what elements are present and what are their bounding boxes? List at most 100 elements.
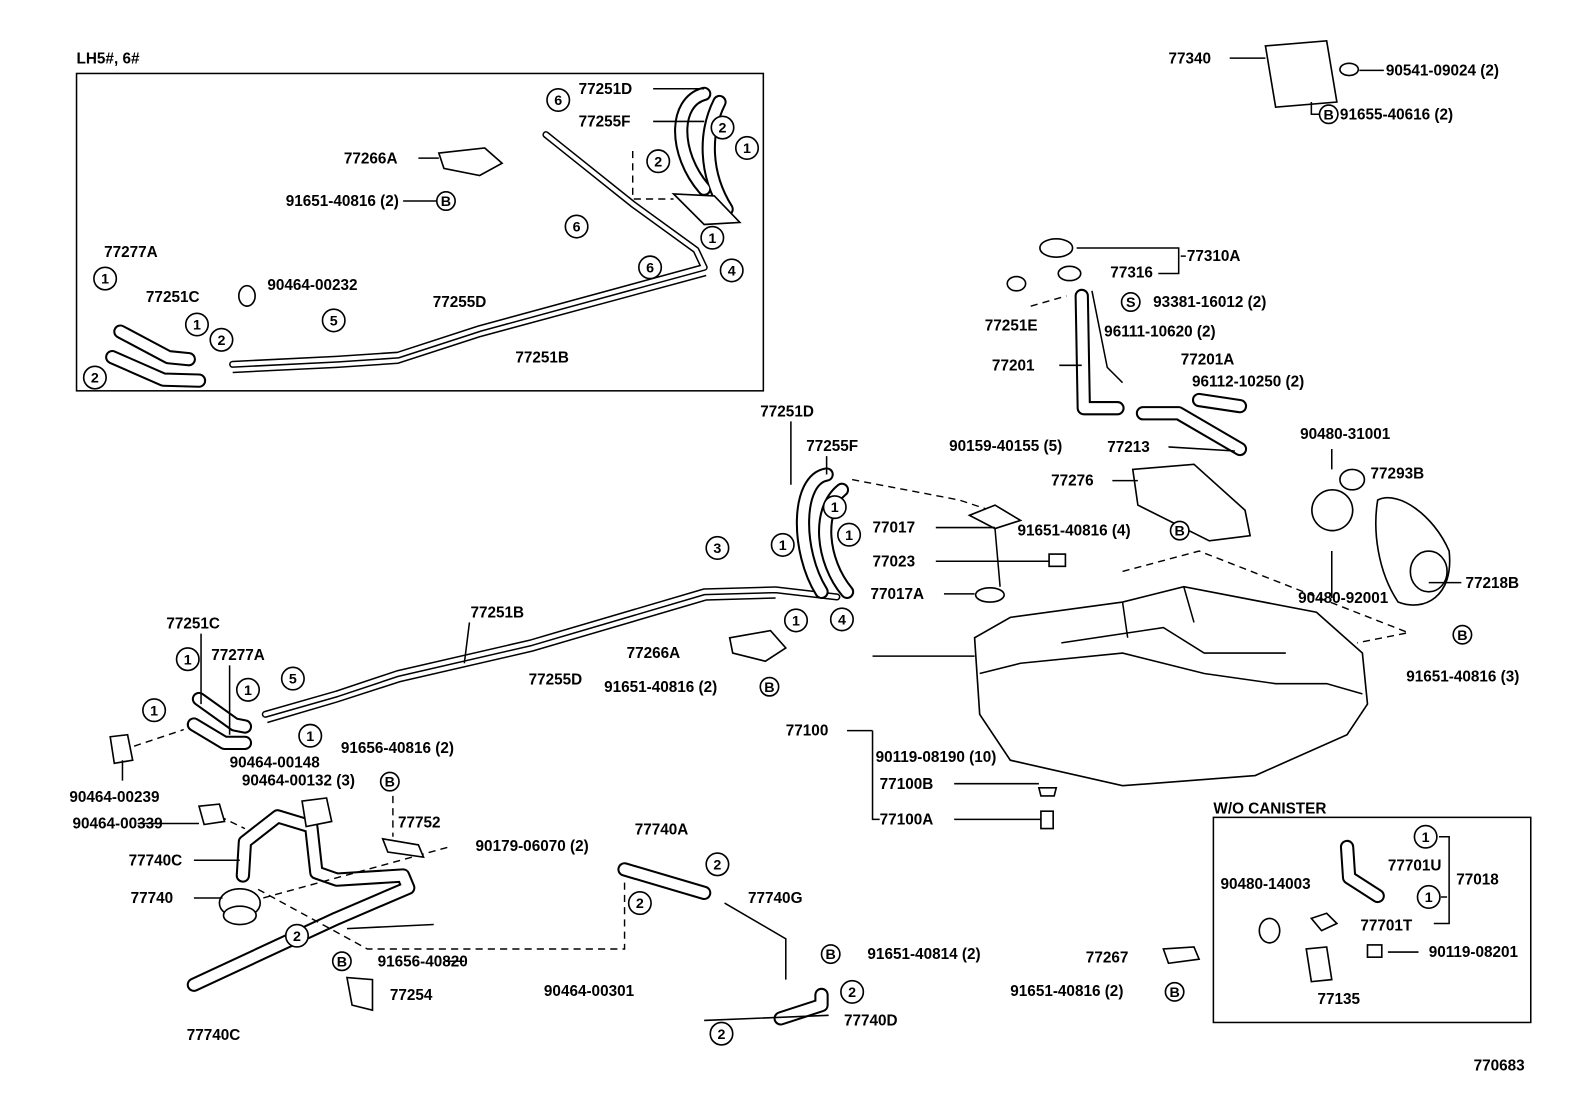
callout-text: B bbox=[764, 680, 774, 696]
part-label-93381-16012-2: 93381-16012 (2) bbox=[1153, 294, 1266, 311]
callout-circle bbox=[1413, 824, 1438, 849]
part-label-77251d: 77251D bbox=[579, 81, 633, 98]
callout-text: 2 bbox=[217, 333, 225, 349]
callout-text: 1 bbox=[1425, 890, 1433, 906]
part-label-77017: 77017 bbox=[873, 520, 916, 537]
callout-circle bbox=[1318, 104, 1339, 125]
part-label-77701u: 77701U bbox=[1388, 857, 1442, 874]
callout-text: 2 bbox=[91, 371, 99, 387]
part-label-77218b: 77218B bbox=[1465, 575, 1519, 592]
callout-text: B bbox=[1324, 107, 1334, 123]
callout-circle bbox=[379, 771, 400, 792]
part-label-91651-40816-3: 91651-40816 (3) bbox=[1406, 669, 1519, 686]
part-label-77201: 77201 bbox=[992, 357, 1035, 374]
callout-circle bbox=[719, 258, 744, 283]
callout-text: 1 bbox=[184, 652, 192, 668]
part-label-77740c: 77740C bbox=[187, 1027, 241, 1044]
callout-text: B bbox=[1169, 985, 1179, 1001]
callout-1: 1 bbox=[298, 723, 323, 748]
part-label-77017a: 77017A bbox=[870, 586, 924, 603]
callout-circle bbox=[646, 149, 671, 174]
callout-circle bbox=[700, 225, 725, 250]
part-label-77018: 77018 bbox=[1456, 872, 1499, 889]
callout-circle bbox=[710, 115, 735, 140]
main-fuel-lines bbox=[186, 467, 991, 751]
part-label-77251d: 77251D bbox=[760, 403, 814, 420]
callout-circle bbox=[298, 723, 323, 748]
callout-1: 1 bbox=[1416, 884, 1441, 909]
callout-circle bbox=[770, 532, 795, 557]
callout-text: 5 bbox=[289, 672, 297, 688]
filler-pipe bbox=[1006, 39, 1451, 606]
callout-circle bbox=[142, 698, 167, 723]
part-label-90464-00339: 90464-00339 bbox=[72, 816, 162, 833]
part-label-90480-14003: 90480-14003 bbox=[1221, 876, 1311, 893]
callout-circle bbox=[759, 676, 780, 697]
callout-circle bbox=[638, 255, 663, 280]
callout-b: B bbox=[379, 771, 400, 792]
part-label-77276: 77276 bbox=[1051, 473, 1094, 490]
callout-text: 5 bbox=[330, 314, 338, 330]
callout-circle bbox=[82, 365, 107, 390]
callout-circle bbox=[1416, 884, 1441, 909]
callout-circle bbox=[93, 266, 118, 291]
callout-text: 1 bbox=[306, 729, 314, 745]
callout-text: 1 bbox=[1422, 830, 1430, 846]
inset-fuel-lines bbox=[105, 86, 742, 388]
part-label-77251c: 77251C bbox=[166, 616, 220, 633]
callout-b: B bbox=[820, 944, 841, 965]
callout-circle bbox=[1452, 624, 1473, 645]
part-label-77255f: 77255F bbox=[806, 438, 858, 455]
fuel-tank bbox=[967, 504, 1411, 965]
callout-b: B bbox=[1164, 981, 1185, 1002]
parts-artwork bbox=[105, 39, 1462, 1026]
part-label-77251b: 77251B bbox=[470, 604, 524, 621]
callout-text: 2 bbox=[293, 929, 301, 945]
callout-text: 4 bbox=[728, 264, 736, 280]
part-label-77740a: 77740A bbox=[635, 822, 689, 839]
part-label-77100b: 77100B bbox=[880, 776, 934, 793]
part-label-77251e: 77251E bbox=[985, 318, 1038, 335]
callout-text: B bbox=[1457, 628, 1467, 644]
part-label-77266a: 77266A bbox=[344, 150, 398, 167]
callout-2: 2 bbox=[709, 1021, 734, 1046]
part-label-77740: 77740 bbox=[131, 890, 174, 907]
callout-text: 1 bbox=[101, 272, 109, 288]
part-label-77701t: 77701T bbox=[1360, 918, 1413, 935]
vapor-lines bbox=[109, 728, 829, 1026]
part-label-77255f: 77255F bbox=[579, 114, 631, 131]
callout-text: 6 bbox=[573, 220, 581, 236]
callout-4: 4 bbox=[719, 258, 744, 283]
callout-circle bbox=[837, 522, 862, 547]
callout-text: 2 bbox=[718, 1027, 726, 1043]
part-label-90464-00239: 90464-00239 bbox=[69, 789, 159, 806]
callout-text: 2 bbox=[713, 857, 721, 873]
callout-circle bbox=[1169, 520, 1190, 541]
part-label-90119-08201: 90119-08201 bbox=[1429, 944, 1519, 961]
part-label-90119-08190-10: 90119-08190 (10) bbox=[876, 749, 997, 766]
callout-b: B bbox=[1452, 624, 1473, 645]
callout-2: 2 bbox=[284, 923, 310, 948]
part-label-77100: 77100 bbox=[786, 723, 829, 740]
part-label-77255d: 77255D bbox=[433, 294, 487, 311]
part-label-77254: 77254 bbox=[390, 987, 433, 1004]
part-label-77310a: 77310A bbox=[1187, 248, 1241, 265]
callout-1: 1 bbox=[734, 135, 760, 161]
part-label-91651-40814-2: 91651-40814 (2) bbox=[867, 946, 980, 963]
callout-text: 2 bbox=[719, 121, 727, 137]
callout-circle bbox=[829, 607, 854, 632]
callout-text: B bbox=[826, 947, 836, 963]
part-label-96111-10620-2: 96111-10620 (2) bbox=[1104, 324, 1215, 341]
callout-1: 1 bbox=[770, 532, 795, 557]
callout-text: 1 bbox=[779, 538, 787, 554]
canister-frame bbox=[1212, 816, 1532, 1024]
part-label-90541-09024-2: 90541-09024 (2) bbox=[1386, 63, 1499, 80]
part-label-77740d: 77740D bbox=[844, 1013, 898, 1030]
callout-text: 1 bbox=[244, 683, 252, 699]
callout-text: B bbox=[337, 954, 347, 970]
part-label-77740c: 77740C bbox=[129, 852, 183, 869]
part-label-77752: 77752 bbox=[398, 815, 441, 832]
drawing-number: 770683 bbox=[1474, 1057, 1525, 1074]
